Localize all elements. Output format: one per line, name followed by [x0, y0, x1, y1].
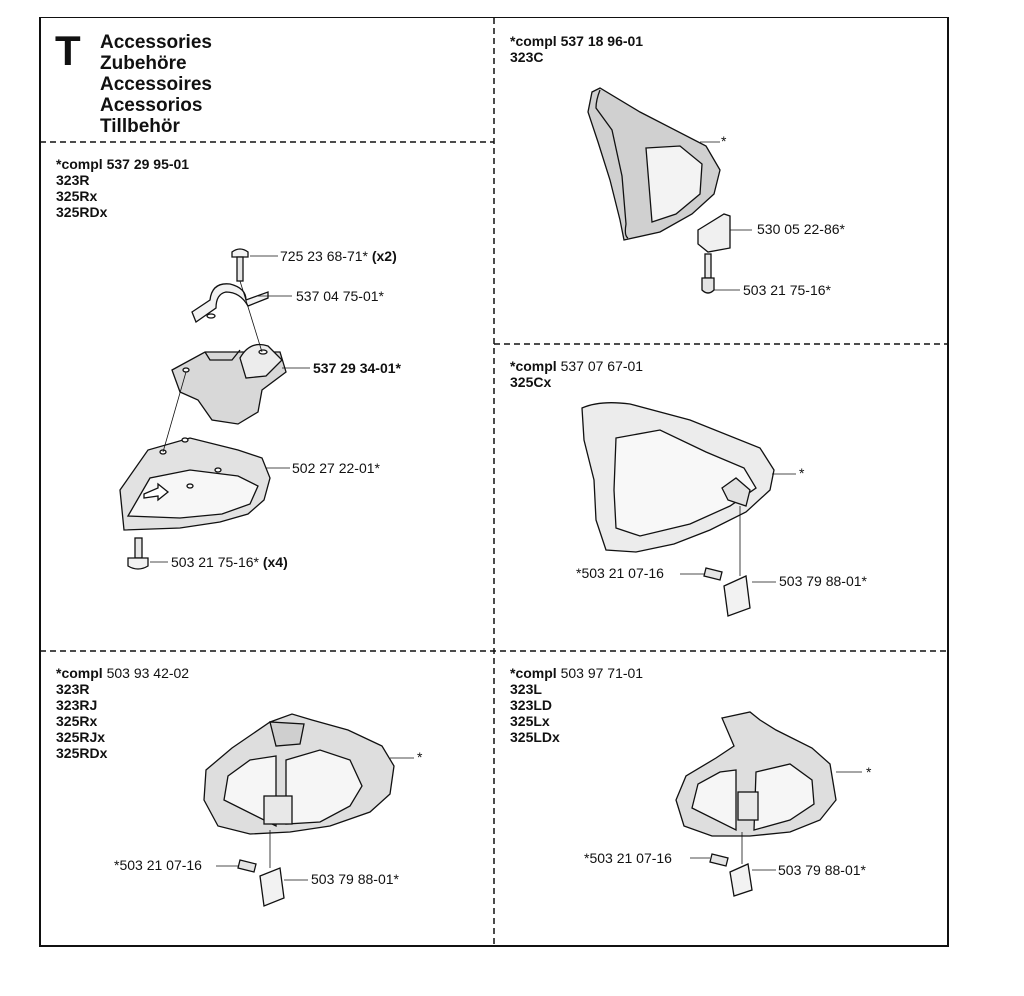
header-right-top: *compl 537 18 96-01 323C	[510, 33, 643, 65]
model-label: 323C	[510, 49, 544, 65]
title-en: Accessories	[100, 32, 212, 53]
part-label-plate: 503 79 88-01*	[778, 862, 866, 878]
header-left-top: *compl 537 29 95-01 323R 325Rx 325RDx	[56, 156, 189, 220]
page-frame	[39, 17, 949, 947]
model-label: 325Lx	[510, 713, 550, 729]
compl-line-right-top: *compl 537 18 96-01	[510, 33, 644, 49]
leader-lines-left-bottom	[216, 757, 414, 881]
panel-dividers	[40, 18, 948, 946]
leader-lines-left-top	[150, 255, 310, 563]
assembly-537-07-67	[581, 402, 775, 617]
compl-line-left-top: *compl 537 29 95-01	[56, 156, 190, 172]
part-label-screw: *503 21 07-16	[576, 565, 664, 581]
part-label-guard: *	[866, 764, 872, 780]
title-sv: Tillbehör	[100, 116, 180, 137]
model-label: 325RDx	[56, 745, 108, 761]
part-label-guard: *	[721, 133, 727, 149]
header-right-mid: *compl 537 07 67-01 325Cx	[510, 358, 643, 390]
part-label-screw-top: 725 23 68-71* (x2)	[280, 248, 397, 264]
model-label: 325Cx	[510, 374, 552, 390]
part-label-screw-bottom: 503 21 75-16* (x4)	[171, 554, 288, 570]
part-label-guard: *	[417, 749, 423, 765]
title-fr: Accessoires	[100, 74, 212, 95]
part-label-guard: *	[799, 465, 805, 481]
assembly-503-97-71	[675, 711, 837, 897]
part-label-bracket: 537 29 34-01*	[313, 360, 401, 376]
screw-bottom-drawing	[127, 537, 149, 570]
model-label: 325LDx	[510, 729, 560, 745]
assembly-537-29-95	[119, 248, 287, 570]
header-left-bottom: *compl 503 93 42-02 323R 323RJ 325Rx 325…	[56, 665, 189, 761]
model-label: 323RJ	[56, 697, 98, 713]
leader-lines-right-mid	[680, 473, 796, 583]
title-block: Accessories Zubehöre Accessoires Acessor…	[100, 32, 212, 137]
screw-top-drawing	[231, 248, 249, 282]
part-label-screw: *503 21 07-16	[584, 850, 672, 866]
compl-line-right-bottom: *compl 503 97 71-01	[510, 665, 644, 681]
part-label-screw: *503 21 07-16	[114, 857, 202, 873]
title-de: Zubehöre	[100, 53, 187, 74]
model-label: 325RDx	[56, 204, 108, 220]
title-es: Acessorios	[100, 95, 203, 116]
bracket-drawing	[171, 343, 287, 425]
model-label: 323LD	[510, 697, 553, 713]
header-right-bottom: *compl 503 97 71-01 323L 323LD 325Lx 325…	[510, 665, 643, 745]
compl-line-right-mid: *compl 537 07 67-01	[510, 358, 644, 374]
part-label-guard: 502 27 22-01*	[292, 460, 380, 476]
leader-lines-right-top	[700, 141, 752, 291]
model-label: 325RJx	[56, 729, 106, 745]
assembly-537-18-96	[587, 87, 731, 294]
clamp-drawing	[191, 283, 269, 324]
model-label: 325Rx	[56, 713, 98, 729]
model-label: 323R	[56, 681, 90, 697]
part-label-plate: 503 79 88-01*	[779, 573, 867, 589]
part-label-screw: 503 21 75-16*	[743, 282, 831, 298]
part-label-plate: 530 05 22-86*	[757, 221, 845, 237]
model-label: 323R	[56, 172, 90, 188]
section-letter: T	[55, 27, 81, 74]
guard-drawing-left	[119, 437, 271, 531]
leader-lines-right-bottom	[690, 771, 862, 871]
part-label-clamp: 537 04 75-01*	[296, 288, 384, 304]
part-label-plate: 503 79 88-01*	[311, 871, 399, 887]
model-label: 323L	[510, 681, 542, 697]
model-label: 325Rx	[56, 188, 98, 204]
compl-line-left-bottom: *compl 503 93 42-02	[56, 665, 190, 681]
assembly-503-93-42	[203, 713, 395, 907]
